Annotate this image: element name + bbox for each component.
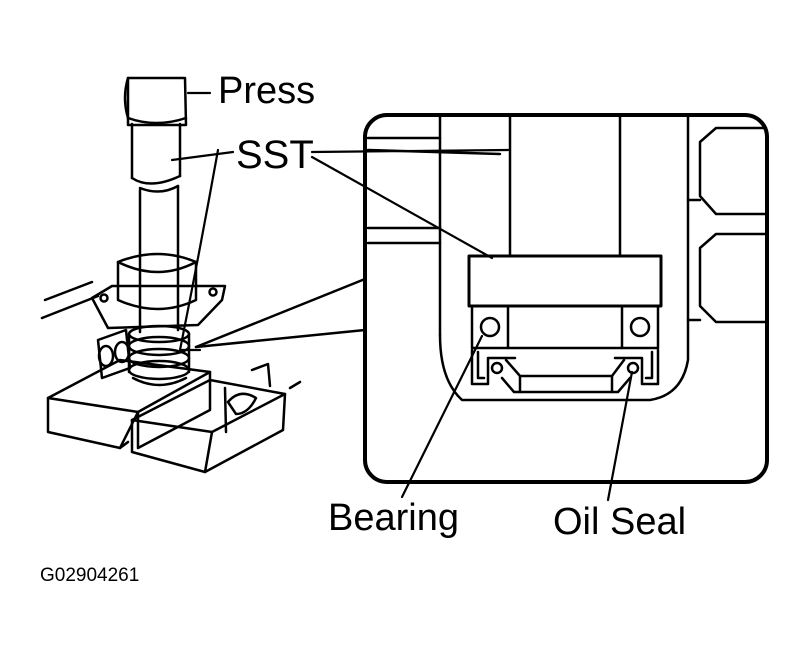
sst-label: SST	[236, 133, 314, 177]
leader-lines	[170, 91, 634, 502]
bearing-label: Bearing	[328, 497, 459, 539]
press-label: Press	[218, 70, 316, 112]
figure-code: G02904261	[40, 565, 140, 586]
overview-assembly	[40, 76, 302, 474]
housing-flange	[90, 252, 227, 330]
oil-seal-label: Oil Seal	[553, 501, 687, 543]
detail-view	[363, 113, 769, 484]
bearing-stack	[127, 324, 191, 387]
side-fitting	[96, 328, 132, 380]
press-ram	[123, 76, 188, 185]
support-blocks	[40, 280, 302, 474]
oil-seal-detail	[470, 348, 660, 394]
callout-wedge	[194, 277, 367, 349]
